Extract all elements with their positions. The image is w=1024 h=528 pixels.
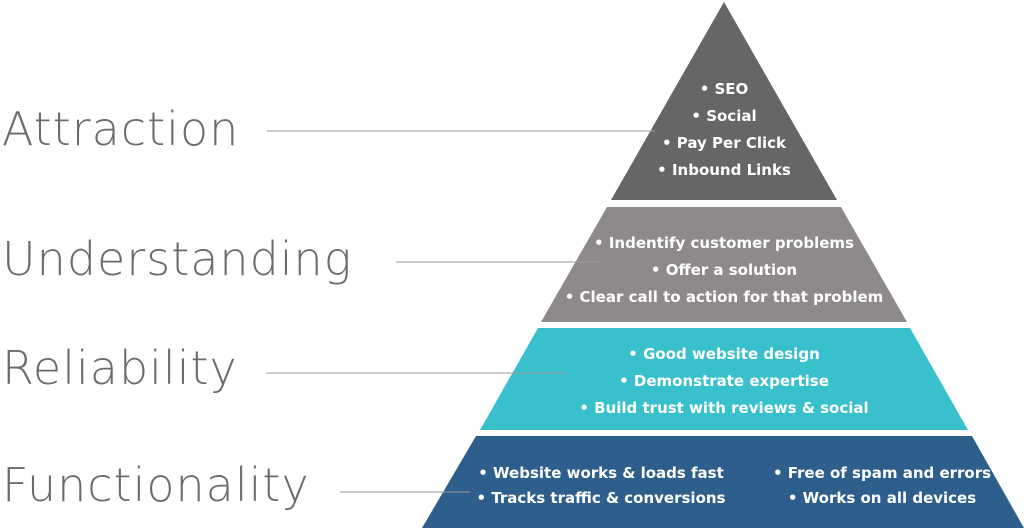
bullet-item: Clear call to action for that problem	[544, 284, 904, 311]
bullet-list-functionality-right: Free of spam and errors Works on all dev…	[764, 461, 1000, 511]
bullet-item: Website works & loads fast	[470, 461, 732, 486]
layer-label-functionality: Functionality	[2, 458, 310, 512]
bullet-list-attraction: SEO Social Pay Per Click Inbound Links	[624, 76, 824, 184]
bullet-item: Works on all devices	[764, 486, 1000, 511]
bullet-item: Social	[624, 103, 824, 130]
bullet-list-reliability: Good website design Demonstrate expertis…	[524, 341, 924, 422]
bullet-item: Indentify customer problems	[544, 230, 904, 257]
bullet-item: Tracks traffic & conversions	[470, 486, 732, 511]
bullet-item: Free of spam and errors	[764, 461, 1000, 486]
layer-label-reliability: Reliability	[2, 341, 238, 395]
bullet-list-understanding: Indentify customer problems Offer a solu…	[544, 230, 904, 311]
layer-label-understanding: Understanding	[2, 232, 353, 286]
bullet-item: Pay Per Click	[624, 130, 824, 157]
bullet-item: SEO	[624, 76, 824, 103]
bullet-item: Build trust with reviews & social	[524, 395, 924, 422]
bullet-list-functionality-left: Website works & loads fast Tracks traffi…	[470, 461, 732, 511]
bullet-item: Good website design	[524, 341, 924, 368]
bullet-item: Demonstrate expertise	[524, 368, 924, 395]
bullet-item: Inbound Links	[624, 157, 824, 184]
layer-label-attraction: Attraction	[2, 102, 240, 156]
bullet-item: Offer a solution	[544, 257, 904, 284]
